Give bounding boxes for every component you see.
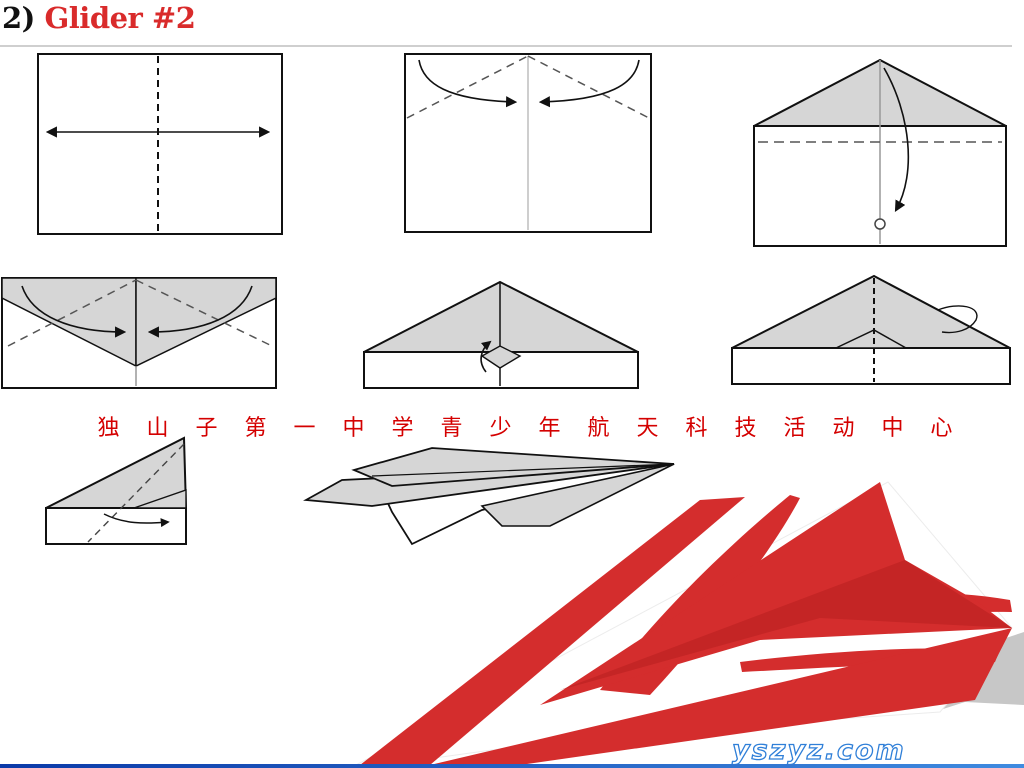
school-activity-center-caption: 独 山 子 第 一 中 学 青 少 年 航 天 科 技 活 动 中 心	[97, 416, 963, 441]
plane-red-stripe-1	[360, 497, 745, 765]
plane-red-shadow	[560, 560, 1012, 690]
curved-fold-arrow-icon	[21, 285, 127, 338]
curved-fold-arrow-icon	[103, 513, 170, 528]
curved-fold-arrow-icon	[883, 67, 910, 212]
step-number: 2)	[2, 1, 35, 35]
diagonal-fold-dashed-right	[527, 55, 650, 119]
diagonal-fold-dashed-line	[87, 443, 185, 543]
fold-step-3-diagram	[753, 58, 1007, 247]
curved-fold-arrow-icon	[418, 59, 518, 108]
bottom-accent-bar	[0, 764, 1024, 768]
fold-step-1-diagram	[37, 53, 283, 235]
site-watermark: yszyz.com	[731, 735, 906, 766]
fold-step-2-diagram	[404, 53, 652, 233]
glider-title: Glider #2	[44, 1, 196, 35]
paper-body	[731, 347, 1011, 385]
curved-fold-arrow-icon	[147, 285, 253, 338]
folded-flap-right	[135, 277, 277, 368]
plane-red-stripe-6	[430, 628, 1012, 765]
diagonal-fold-dashed-left	[7, 279, 137, 347]
finished-glider-diagram	[303, 447, 675, 546]
paper-sheet	[37, 53, 283, 235]
fold-step-4-diagram	[1, 277, 277, 389]
curved-fold-arrow-icon	[937, 305, 978, 334]
small-tip-flap	[133, 489, 187, 509]
folded-triangle	[363, 280, 639, 353]
diagonal-fold-dashed-left	[406, 55, 529, 119]
page-title: 2) Glider #2	[2, 1, 196, 35]
folded-wing-triangle	[45, 436, 188, 509]
wing-edge-line	[371, 463, 675, 477]
curved-fold-arrow-icon	[480, 340, 492, 373]
fold-step-5-diagram	[363, 280, 639, 389]
plane-red-wing	[540, 482, 1012, 705]
fold-target-circle	[874, 218, 886, 230]
fold-step-7-diagram	[45, 436, 188, 545]
fold-step-6-diagram	[731, 274, 1011, 385]
small-tip-flap	[480, 345, 522, 369]
header-divider	[0, 45, 1012, 47]
glider-right-wing	[480, 463, 675, 527]
diagonal-fold-dashed-right	[135, 279, 273, 347]
small-tip-flap	[835, 329, 909, 349]
curved-fold-arrow-icon	[538, 59, 640, 108]
